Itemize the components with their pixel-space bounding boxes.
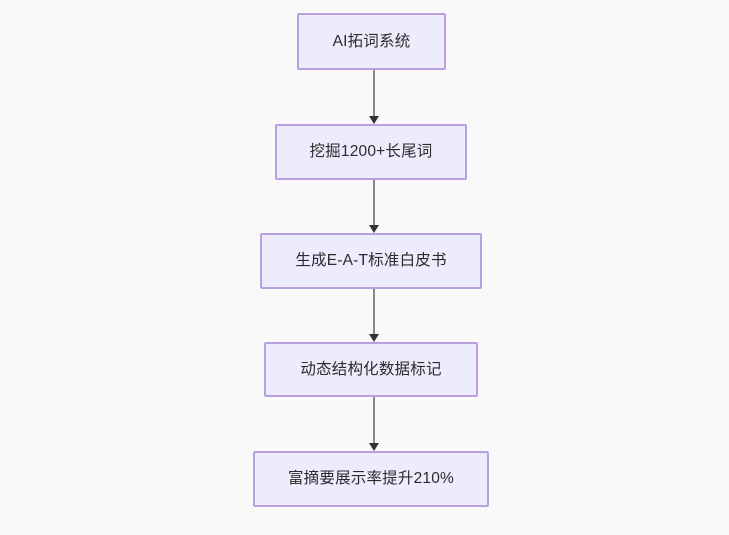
flow-node-label: AI拓词系统 <box>332 32 411 50</box>
flow-node-generate-eat-whitepaper[interactable]: 生成E-A-T标准白皮书 <box>260 233 482 289</box>
edge-line <box>373 289 375 334</box>
flow-node-rich-snippet-impression-lift[interactable]: 富摘要展示率提升210% <box>253 451 489 507</box>
flow-node-label: 挖掘1200+长尾词 <box>309 143 433 161</box>
flow-node-label: 生成E-A-T标准白皮书 <box>295 252 447 270</box>
flow-node-label: 富摘要展示率提升210% <box>287 470 455 488</box>
arrow-down-icon <box>369 334 379 342</box>
arrow-down-icon <box>369 443 379 451</box>
flow-node-ai-keyword-system[interactable]: AI拓词系统 <box>297 13 446 70</box>
edge-line <box>373 397 375 443</box>
edge-line <box>373 70 375 116</box>
flow-node-mine-longtail-keywords[interactable]: 挖掘1200+长尾词 <box>275 124 467 180</box>
arrow-down-icon <box>369 116 379 124</box>
arrow-down-icon <box>369 225 379 233</box>
edge-line <box>373 180 375 225</box>
flow-node-dynamic-structured-data-markup[interactable]: 动态结构化数据标记 <box>264 342 478 397</box>
flow-node-label: 动态结构化数据标记 <box>300 360 442 378</box>
